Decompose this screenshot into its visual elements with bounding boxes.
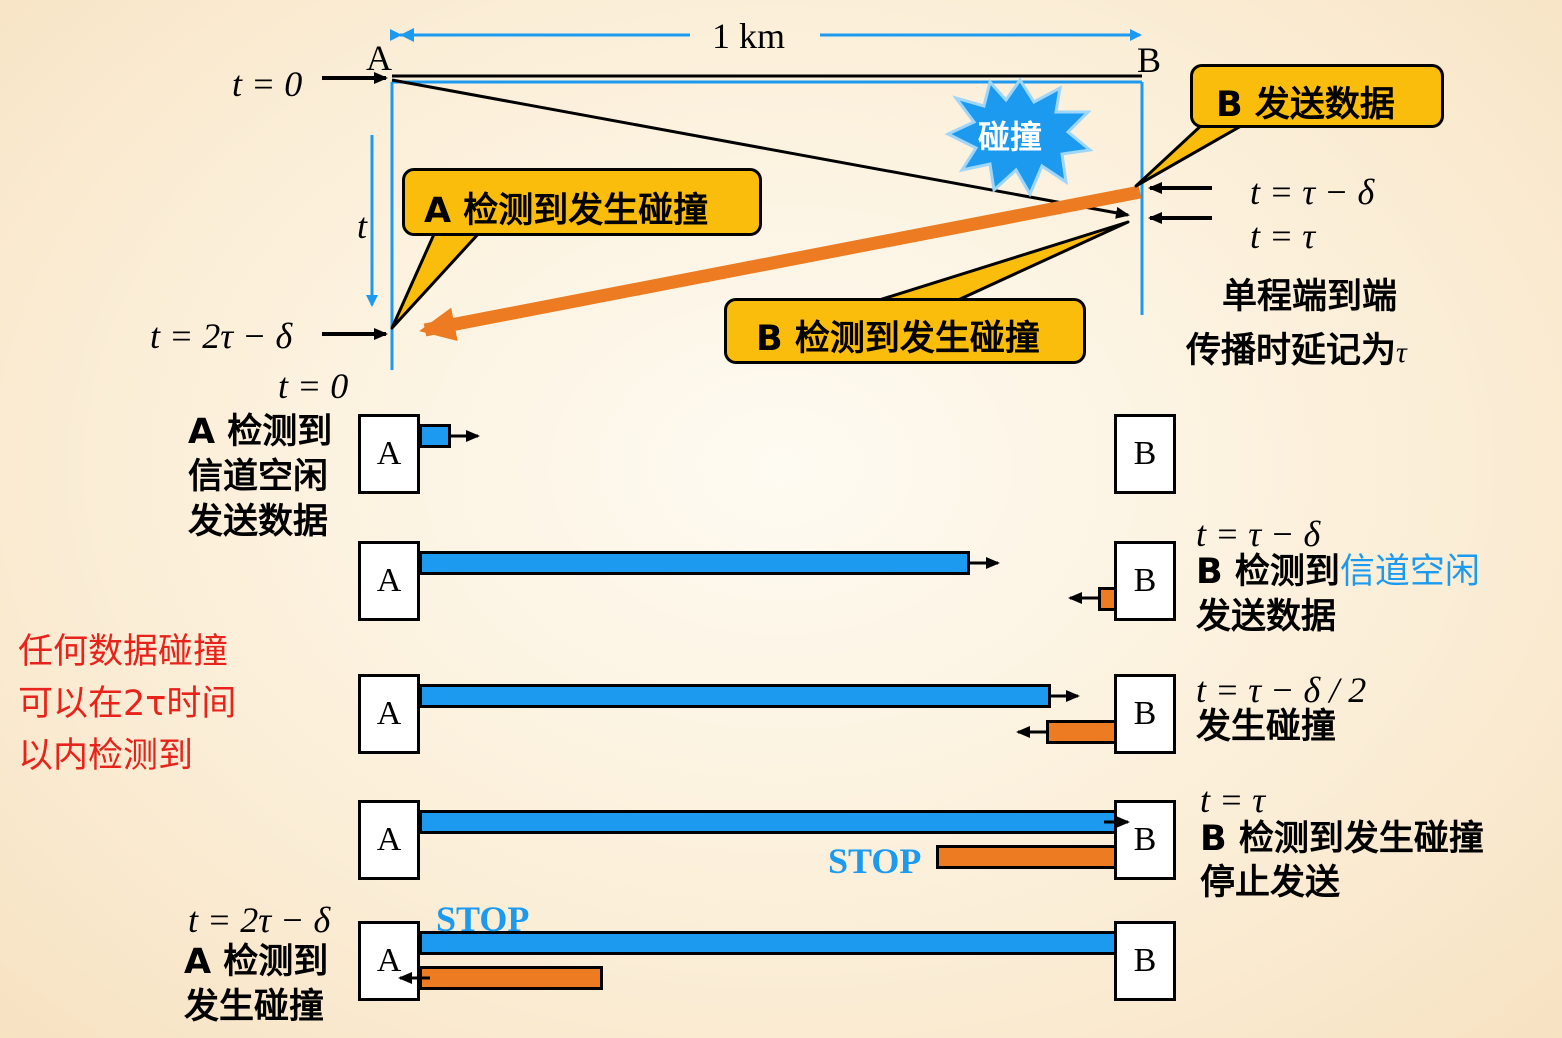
row5-stop: STOP <box>436 899 530 939</box>
row3-time: t = τ − δ / 2 <box>1196 670 1367 710</box>
row4-node-b: B <box>1114 800 1176 880</box>
row4-node-a: A <box>358 800 420 880</box>
row3-a-frame <box>419 684 1051 708</box>
row2-a-frame <box>419 551 970 575</box>
signal-b <box>419 185 1142 342</box>
t-tau-label: t = τ <box>1250 216 1316 256</box>
left-note-line2: 可以在2τ时间 <box>18 684 237 724</box>
callout-b-send-tail <box>1134 120 1250 188</box>
row4-stop: STOP <box>828 841 922 881</box>
row1-time: t = 0 <box>278 366 349 406</box>
row2-time: t = τ − δ <box>1196 514 1321 554</box>
node-b-top-label: B <box>1137 40 1162 80</box>
row3-label-right: 发生碰撞 <box>1196 707 1337 747</box>
distance-label: 1 km <box>712 16 786 56</box>
row2-label-right-2: 发送数据 <box>1196 597 1337 637</box>
callout-b-detect: B 检测到发生碰撞 <box>756 319 1040 359</box>
row4-b-frame <box>936 845 1118 869</box>
row4-a-frame <box>419 810 1119 834</box>
row5-label-left: A 检测到 发生碰撞 <box>184 942 329 1027</box>
row3-node-b: B <box>1114 674 1176 754</box>
timing-diagram-lines <box>322 28 1250 370</box>
delay-note-line1: 单程端到端 <box>1222 277 1398 317</box>
row4-label-right-2: 停止发送 <box>1200 863 1341 903</box>
row5-node-a: A <box>358 921 420 1001</box>
row2-node-b: B <box>1114 541 1176 621</box>
row4-label-right-1: B 检测到发生碰撞 <box>1200 819 1484 859</box>
collision-burst-star <box>944 77 1094 198</box>
node-a-top-label: A <box>366 38 392 78</box>
row4-time: t = τ <box>1200 780 1266 820</box>
frame-direction-arrows <box>398 430 1130 984</box>
t-axis-label: t <box>357 206 368 246</box>
callout-a-detect-body <box>402 168 762 236</box>
delay-note-line2: 传播时延记为τ <box>1186 331 1407 371</box>
signal-a <box>391 78 1130 219</box>
row2-idle-highlight: 信道空闲 <box>1339 552 1480 592</box>
collision-burst-label: 碰撞 <box>978 118 1043 156</box>
row1-node-b: B <box>1114 414 1176 494</box>
t-2tau-delta-label: t = 2τ − δ <box>150 316 293 356</box>
row3-node-a: A <box>358 674 420 754</box>
callout-b-detect-body <box>724 298 1086 364</box>
callout-b-send: B 发送数据 <box>1216 85 1395 125</box>
callout-b-send-body <box>1190 64 1444 128</box>
row5-b-frame <box>419 966 603 990</box>
row5-a-frame <box>419 931 1119 955</box>
row2-label-right-1: B 检测到信道空闲 <box>1196 552 1480 592</box>
row5-node-b: B <box>1114 921 1176 1001</box>
row1-label-left: A 检测到 信道空闲 发送数据 <box>188 412 333 542</box>
t-tau-delta-label: t = τ − δ <box>1250 172 1375 212</box>
row2-node-a: A <box>358 541 420 621</box>
row5-time: t = 2τ − δ <box>188 900 331 940</box>
delay-note-tau: τ <box>1396 336 1407 369</box>
t0-label: t = 0 <box>232 64 303 104</box>
left-note: 任何数据碰撞 可以在2τ时间 以内检测到 <box>18 626 236 782</box>
left-note-line3: 以内检测到 <box>18 736 194 776</box>
callout-a-tail <box>390 230 482 330</box>
callout-a-detect: A 检测到发生碰撞 <box>424 191 709 231</box>
left-note-line1: 任何数据碰撞 <box>18 632 229 672</box>
row1-node-a: A <box>358 414 420 494</box>
